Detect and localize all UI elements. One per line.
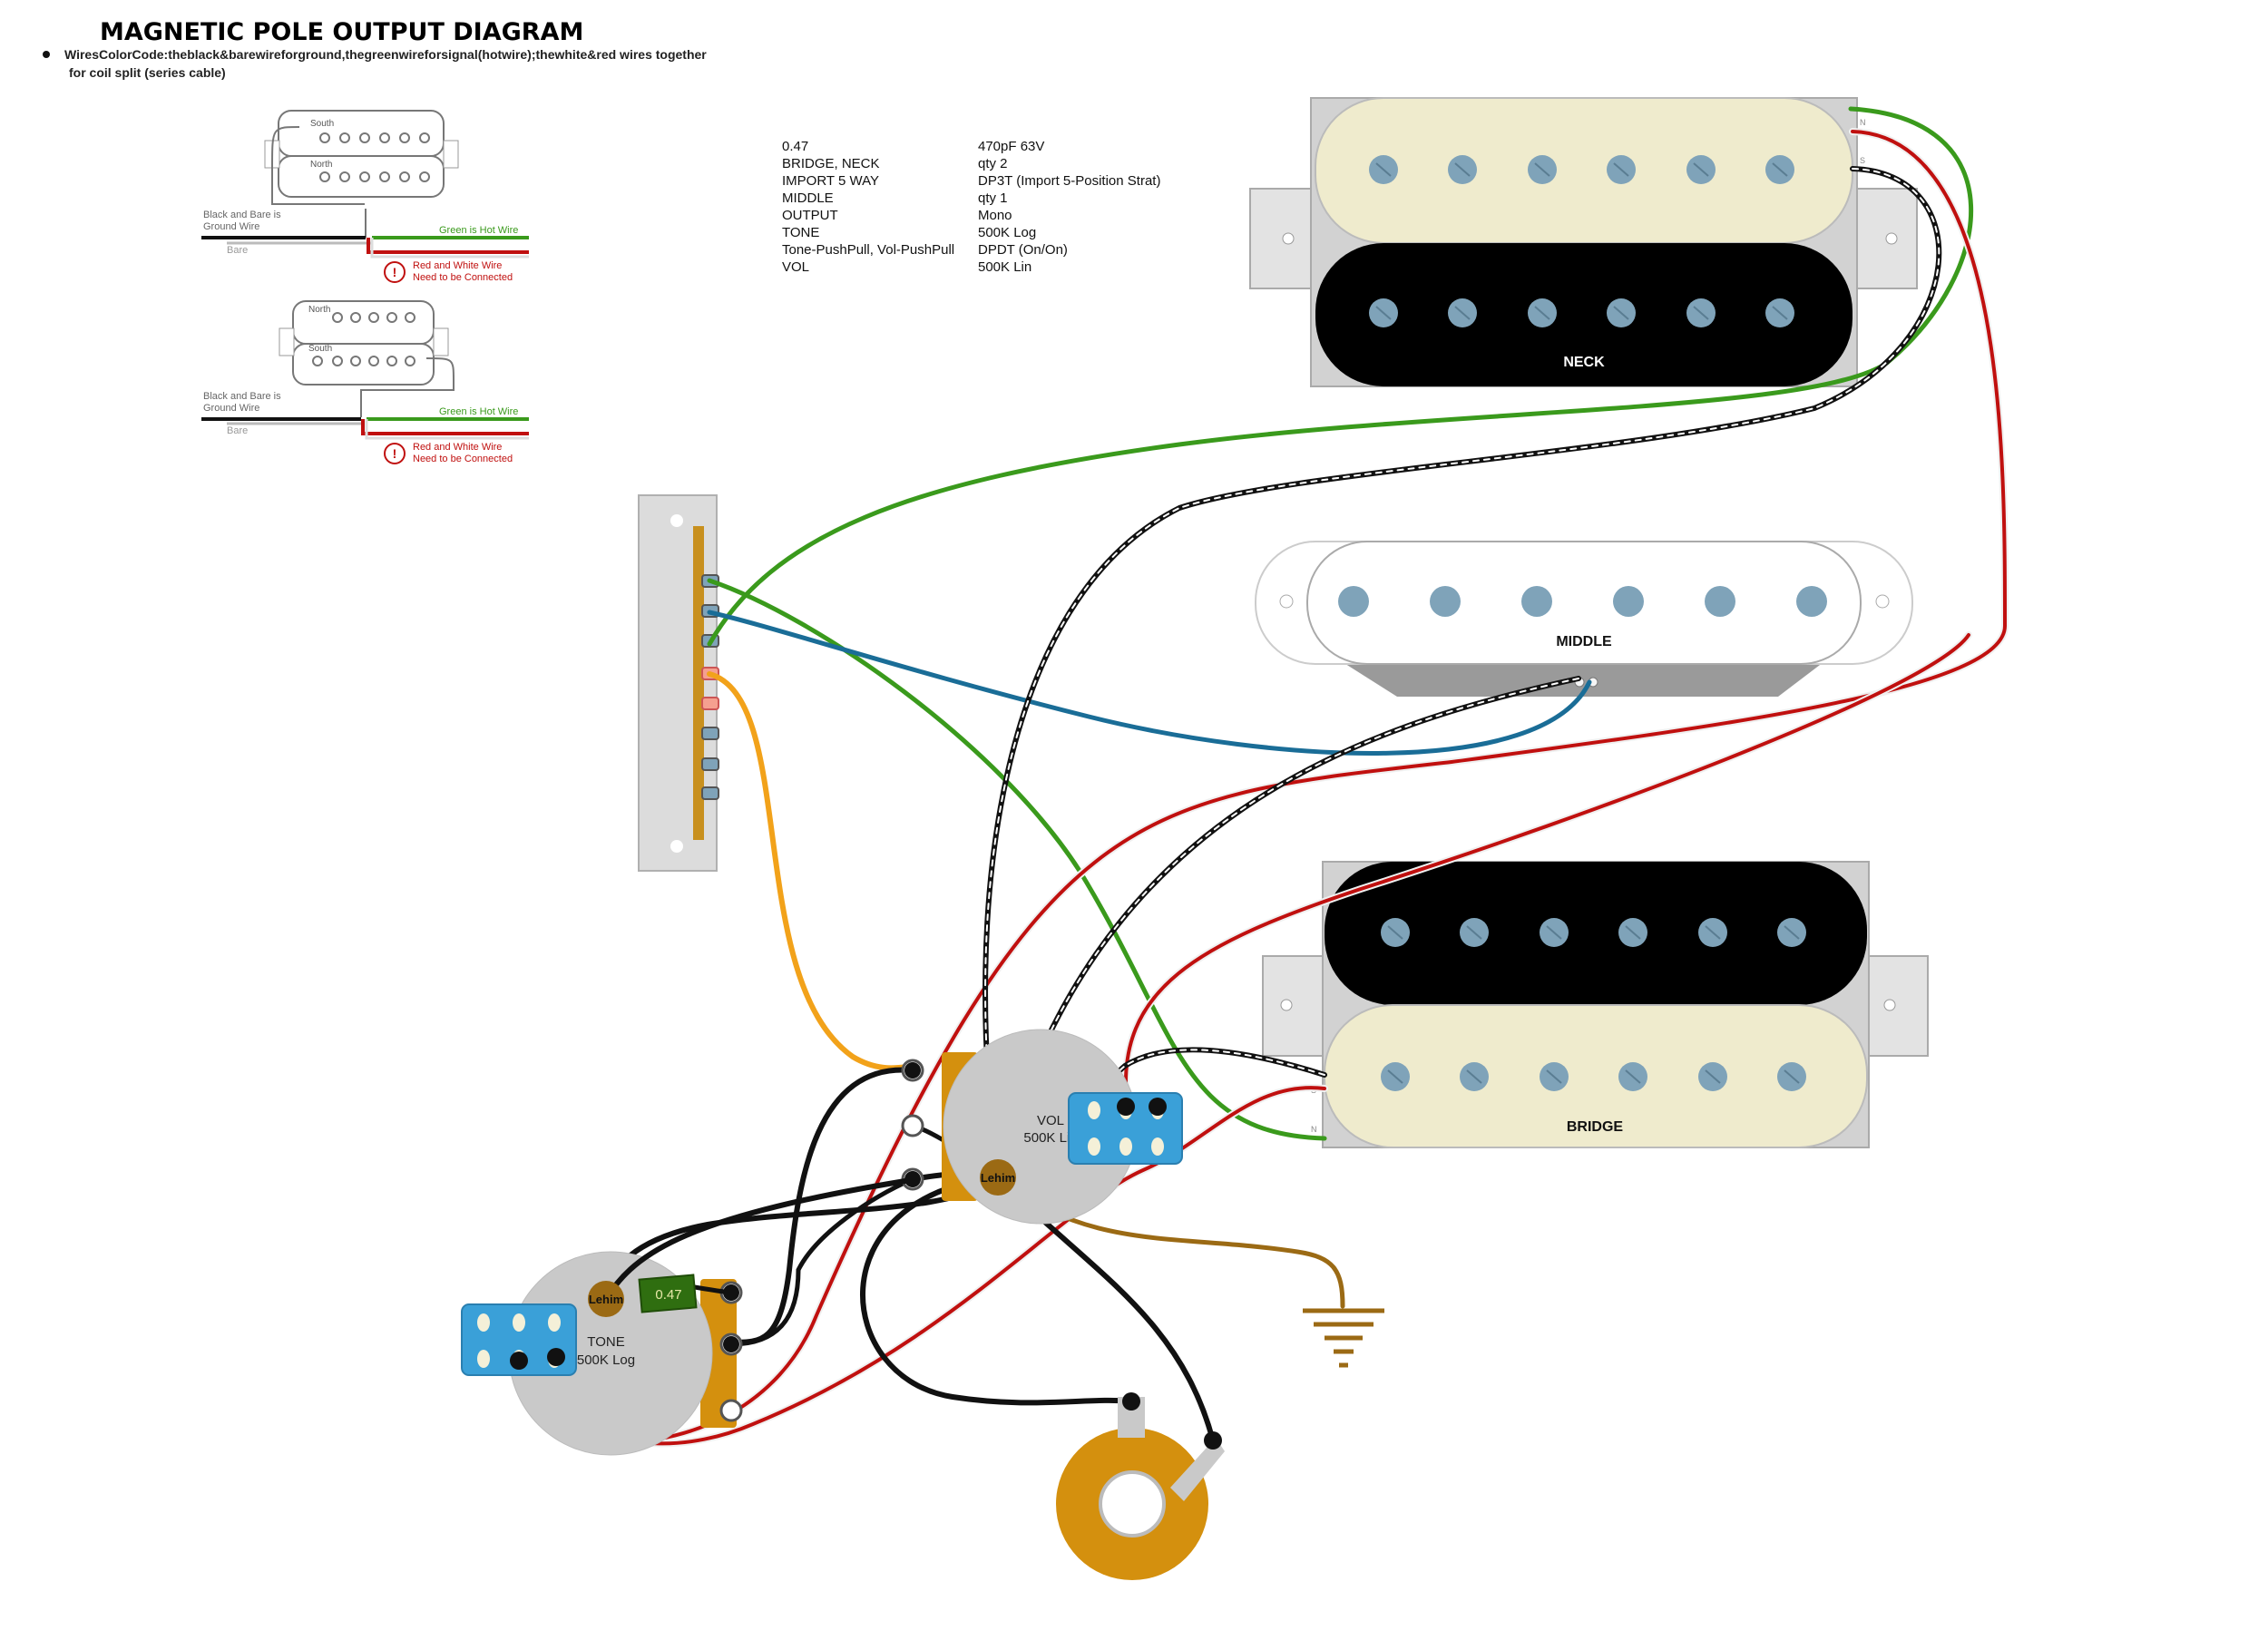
vol-pushpull-switch[interactable] xyxy=(1068,1092,1183,1165)
bridge-label: BRIDGE xyxy=(1567,1119,1624,1135)
parts-list-name: BRIDGE, NECK xyxy=(782,156,880,171)
vol-solder-label: Lehim xyxy=(981,1171,1015,1185)
legend-bottom-warn-2: Need to be Connected xyxy=(413,454,513,464)
tone-label: TONE xyxy=(587,1334,624,1350)
legend-top-coil-b: North xyxy=(310,160,332,170)
wire-ends xyxy=(723,1062,921,1352)
bridge-pickup: BRIDGE S N xyxy=(1262,861,1929,1148)
parts-list-name: TONE xyxy=(782,225,819,240)
legend-bottom-ground-2: Ground Wire xyxy=(203,403,259,414)
vol-value: 500K Lin xyxy=(1023,1130,1077,1146)
parts-list-name: Tone-PushPull, Vol-PushPull xyxy=(782,242,954,258)
legend-bottom-ground-1: Black and Bare is xyxy=(203,391,281,402)
neck-pickup: NECK N S xyxy=(1249,97,1918,387)
legend-bottom-bare: Bare xyxy=(227,425,248,436)
legend-top-bare: Bare xyxy=(227,245,248,256)
parts-list-name: MIDDLE xyxy=(782,190,834,206)
tone-solder-label: Lehim xyxy=(589,1293,623,1306)
legend-bottom-coil-b: South xyxy=(308,344,332,354)
legend-bottom-coil-a: North xyxy=(308,305,330,315)
output-jack[interactable] xyxy=(1056,1392,1225,1580)
neck-label: NECK xyxy=(1563,355,1605,370)
middle-pickup: MIDDLE xyxy=(1255,541,1913,697)
tone-value: 500K Log xyxy=(577,1352,635,1368)
parts-list-value: 500K Log xyxy=(978,225,1036,240)
bullet-dot xyxy=(43,51,50,58)
parts-list-value: qty 2 xyxy=(978,156,1008,171)
parts-list-name: OUTPUT xyxy=(782,208,838,223)
legend-humbucker-bottom: North South Black and Bare is Ground Wir… xyxy=(201,300,529,464)
five-way-switch xyxy=(638,494,719,872)
neck-pin-s: S xyxy=(1860,156,1865,165)
tone-pushpull-switch[interactable] xyxy=(461,1303,577,1376)
ground-symbol xyxy=(1303,1308,1384,1368)
svg-text:!: ! xyxy=(393,446,397,461)
legend-top-ground-1: Black and Bare is xyxy=(203,210,281,220)
legend-top-warn-1: Red and White Wire xyxy=(413,260,502,271)
vol-label: VOL xyxy=(1037,1113,1064,1128)
neck-pin-n: N xyxy=(1860,118,1866,127)
capacitor-label: 0.47 xyxy=(655,1287,681,1303)
parts-list-name: 0.47 xyxy=(782,139,808,154)
legend-top-ground-2: Ground Wire xyxy=(203,221,259,232)
legend-bottom-hot: Green is Hot Wire xyxy=(439,406,518,417)
wire-color-code: WiresColorCode:theblack&barewireforgroun… xyxy=(64,47,707,62)
legend-top-warn-2: Need to be Connected xyxy=(413,272,513,283)
wire-color-code-cont: for coil split (series cable) xyxy=(69,65,226,80)
legend-bottom-warn-1: Red and White Wire xyxy=(413,442,502,453)
svg-text:!: ! xyxy=(393,265,397,279)
parts-list: 0.47 470pF 63V BRIDGE, NECK qty 2 IMPORT 5 W… xyxy=(782,139,1160,275)
bridge-pin-n: N xyxy=(1311,1125,1317,1134)
parts-list-value: qty 1 xyxy=(978,190,1008,206)
diagram-title: MAGNETIC POLE OUTPUT DIAGRAM xyxy=(100,18,583,46)
parts-list-value: DP3T (Import 5-Position Strat) xyxy=(978,173,1160,189)
parts-list-value: 500K Lin xyxy=(978,259,1031,275)
vol-solder-point: Lehim xyxy=(980,1159,1016,1196)
middle-label: MIDDLE xyxy=(1556,634,1612,649)
parts-list-value: 470pF 63V xyxy=(978,139,1044,154)
parts-list-name: IMPORT 5 WAY xyxy=(782,173,879,189)
parts-list-value: DPDT (On/On) xyxy=(978,242,1068,258)
parts-list-name: VOL xyxy=(782,259,809,275)
legend-top-coil-a: South xyxy=(310,119,334,129)
tone-solder-point: Lehim xyxy=(588,1281,624,1317)
legend-humbucker-top: South North Black and Bare is Ground Wir… xyxy=(201,110,529,283)
parts-list-value: Mono xyxy=(978,208,1012,223)
legend-top-hot: Green is Hot Wire xyxy=(439,225,518,236)
capacitor: 0.47 xyxy=(638,1274,698,1313)
